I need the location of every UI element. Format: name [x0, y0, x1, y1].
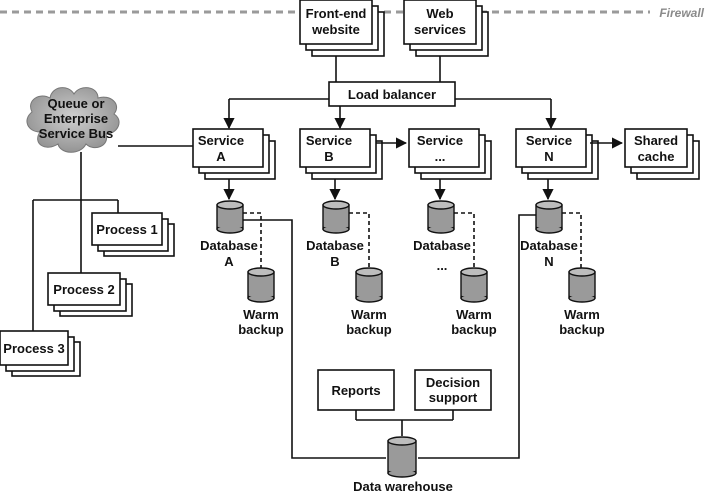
db-b-to-backup-dashed: [349, 212, 370, 268]
database-a-icon: [216, 200, 244, 234]
service-etc-box: Service ...: [408, 128, 492, 180]
service-n-box: Service N: [515, 128, 599, 180]
process-3-label: Process 3: [3, 341, 64, 356]
db-n-to-warehouse-line: [418, 214, 536, 459]
db-a-to-backup-dashed: [243, 212, 262, 268]
database-b-label-1: Database: [306, 238, 364, 253]
decision-support-box: Decision support: [414, 369, 492, 411]
database-b-label-2: B: [330, 254, 339, 269]
warm-backup-b-label-2: backup: [346, 322, 392, 337]
service-b-box: Service B: [299, 128, 383, 180]
decision-support-label-2: support: [429, 390, 478, 405]
warm-backup-b-icon: [355, 267, 383, 303]
reports-label: Reports: [331, 383, 380, 398]
warm-backup-etc-icon: [460, 267, 488, 303]
database-etc-icon: [427, 200, 455, 234]
shared-cache-label-1: Shared: [634, 133, 678, 148]
web-services-label-2: services: [414, 22, 466, 37]
database-a-label-2: A: [224, 254, 234, 269]
service-etc-label-2: ...: [435, 149, 446, 164]
service-n-label-1: Service: [526, 133, 572, 148]
database-etc-label-1: Database: [413, 238, 471, 253]
database-n-label-2: N: [544, 254, 553, 269]
queue-cloud: Queue or Enterprise Service Bus: [26, 87, 120, 153]
service-a-label-2: A: [216, 149, 226, 164]
load-balancer-box: Load balancer: [328, 81, 456, 107]
queue-label-3: Service Bus: [39, 126, 113, 141]
shared-cache-label-2: cache: [638, 149, 675, 164]
service-a-box: Service A: [192, 128, 276, 180]
process-2-box: Process 2: [47, 272, 133, 317]
web-services-box: Web services: [403, 0, 489, 57]
database-a-label-1: Database: [200, 238, 258, 253]
process-3-box: Process 3: [0, 330, 81, 377]
warm-backup-b-label-1: Warm: [351, 307, 387, 322]
db-a-to-warehouse-line: [243, 219, 386, 459]
warm-backup-n-label-1: Warm: [564, 307, 600, 322]
data-warehouse-icon: [387, 436, 417, 478]
service-b-label-1: Service: [306, 133, 352, 148]
database-b-icon: [322, 200, 350, 234]
warm-backup-etc-label-1: Warm: [456, 307, 492, 322]
service-b-label-2: B: [324, 149, 333, 164]
process-2-label: Process 2: [53, 282, 114, 297]
database-etc-label-2: ...: [437, 258, 448, 273]
warm-backup-etc-label-2: backup: [451, 322, 497, 337]
warm-backup-n-label-2: backup: [559, 322, 605, 337]
warm-backup-a-label-1: Warm: [243, 307, 279, 322]
db-etc-to-backup-dashed: [454, 212, 475, 268]
database-n-label-1: Database: [520, 238, 578, 253]
web-services-label-1: Web: [426, 6, 453, 21]
frontend-website-box: Front-end website: [299, 0, 385, 57]
decision-support-label-1: Decision: [426, 375, 480, 390]
process-1-label: Process 1: [96, 222, 157, 237]
reports-box: Reports: [317, 369, 395, 411]
load-balancer-label: Load balancer: [348, 87, 436, 102]
firewall-label: Firewall: [659, 6, 704, 20]
queue-label-1: Queue or: [47, 96, 104, 111]
queue-label-2: Enterprise: [44, 111, 108, 126]
service-a-label-1: Service: [198, 133, 244, 148]
frontend-website-label-1: Front-end: [306, 6, 367, 21]
warm-backup-a-icon: [247, 267, 275, 303]
process-1-box: Process 1: [91, 212, 175, 257]
service-n-label-2: N: [544, 149, 553, 164]
service-etc-label-1: Service: [417, 133, 463, 148]
warm-backup-n-icon: [568, 267, 596, 303]
frontend-website-label-2: website: [311, 22, 360, 37]
data-warehouse-label: Data warehouse: [353, 479, 453, 494]
warm-backup-a-label-2: backup: [238, 322, 284, 337]
shared-cache-box: Shared cache: [624, 128, 700, 180]
database-n-icon: [535, 200, 563, 234]
